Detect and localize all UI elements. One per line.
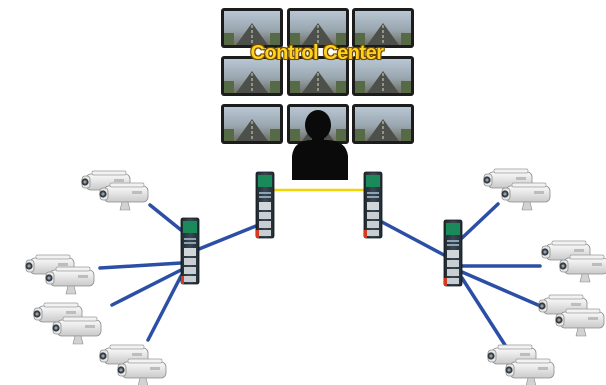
camera-right-6 xyxy=(554,308,605,337)
camera-right-2 xyxy=(500,182,551,211)
camera-right-4 xyxy=(558,254,606,283)
link-topright-midright xyxy=(380,220,446,257)
link-topleft-midleft xyxy=(197,224,258,251)
switch-mid-left xyxy=(180,217,200,285)
camera-left-6 xyxy=(51,316,102,345)
link-midright-cam3 xyxy=(460,270,540,307)
network-links xyxy=(98,188,542,347)
monitor-icon xyxy=(351,103,415,145)
switch-top-left xyxy=(255,171,275,239)
link-midleft-cam3 xyxy=(110,268,183,307)
switch-mid-right xyxy=(443,219,463,287)
link-midleft-cam1 xyxy=(148,203,183,232)
switch-top-right xyxy=(363,171,383,239)
link-midleft-cam4 xyxy=(146,274,183,342)
control-center-title: Control Center xyxy=(250,42,385,64)
camera-right-8 xyxy=(504,358,555,385)
camera-left-2 xyxy=(98,182,149,211)
monitor-icon xyxy=(220,103,284,145)
link-midright-cam4 xyxy=(460,276,507,347)
link-midleft-cam2 xyxy=(98,261,183,270)
camera-left-8 xyxy=(116,358,167,385)
link-midright-cam1 xyxy=(460,202,500,240)
camera-group xyxy=(24,168,606,385)
operator-silhouette-icon xyxy=(292,110,348,180)
camera-left-4 xyxy=(44,266,95,295)
